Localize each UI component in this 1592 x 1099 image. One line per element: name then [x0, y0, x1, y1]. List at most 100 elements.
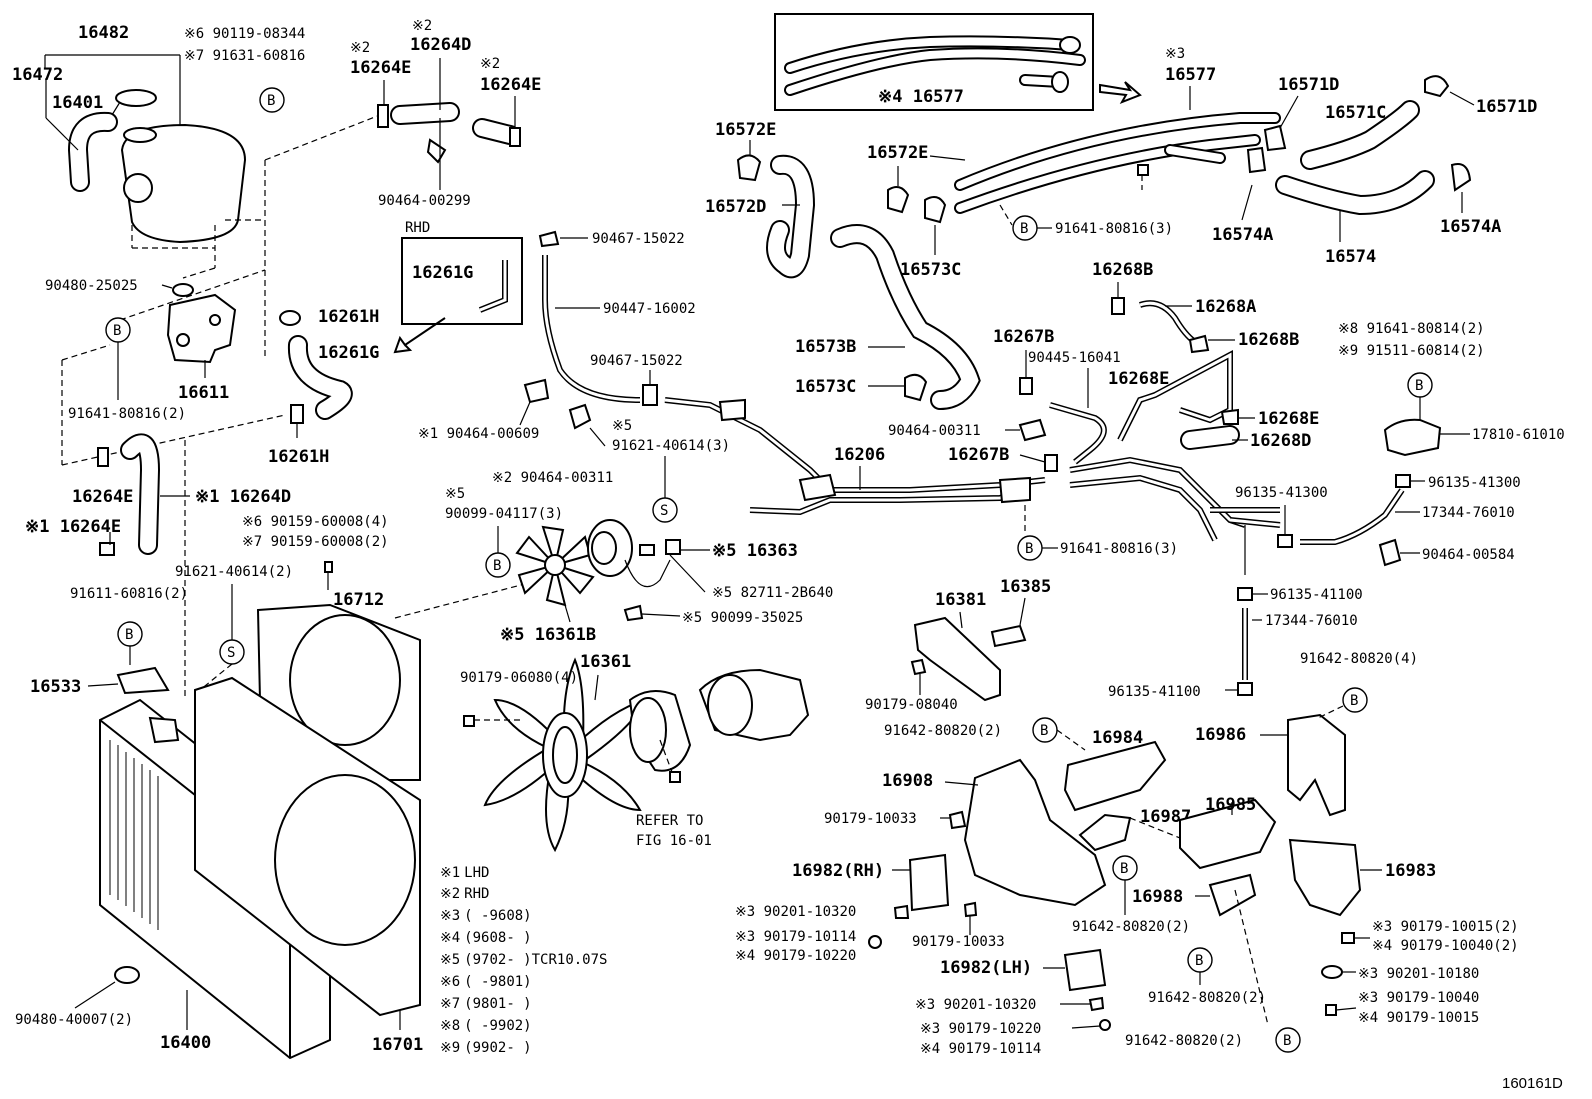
callout-16611: 16611	[178, 383, 229, 403]
callout-90179-10033: 90179-10033	[824, 811, 917, 827]
callout-16983: 16983	[1385, 861, 1436, 881]
callout-16533: 16533	[30, 677, 81, 697]
circle-ref-b	[1342, 687, 1368, 713]
callout-16267b-lower: 16267B	[948, 445, 1009, 465]
callout-96135-41100: 96135-41100	[1270, 587, 1363, 603]
note-3: ※3( -9608)	[440, 908, 532, 924]
pipe-16206-assembly: 16267B 90445-16041 16206 90464-00311 162…	[664, 327, 1281, 575]
callout-16984: 16984	[1092, 728, 1143, 748]
callout-16985: 16985	[1205, 795, 1256, 815]
callout-16571d-right: 16571D	[1476, 97, 1537, 117]
callout-16261g-box: 16261G	[412, 263, 473, 283]
callout-90159-60008-4: ※6 90159-60008(4)	[242, 514, 389, 530]
callout-mark: ※2	[350, 40, 370, 56]
callout-90179-10015: ※4 90179-10015	[1358, 1010, 1479, 1026]
center-upper-hoses: 90467-15022 90447-16002 90467-15022 ※1 9…	[418, 230, 730, 523]
callout-91641-80816-3-lower: 91641-80816(3)	[1060, 541, 1178, 557]
callout-16986: 16986	[1195, 725, 1246, 745]
callout-16381: 16381	[935, 590, 986, 610]
circle-ref-b-label: B	[1040, 723, 1048, 739]
fan-shroud-16712-16701: 16701	[194, 579, 541, 1055]
callout-17344-76010: 17344-76010	[1422, 505, 1515, 521]
callout-16712: 16712	[333, 590, 384, 610]
callout-16574: 16574	[1325, 247, 1376, 267]
callout-16574a-right: 16574A	[1440, 217, 1501, 237]
callout-16268d: 16268D	[1250, 431, 1311, 451]
figure-id: 160161D	[1502, 1075, 1563, 1092]
callout-90464-00584: 90464-00584	[1422, 547, 1515, 563]
callout-16573c-lower: 16573C	[795, 377, 856, 397]
callout-16572e: 16572E	[715, 120, 776, 140]
callout-16268b-right: 16268B	[1238, 330, 1299, 350]
callout-91641-80814-2: ※8 91641-80814(2)	[1338, 321, 1485, 337]
callout-17344-76010-lower: 17344-76010	[1265, 613, 1358, 629]
callout-96135-41300: 96135-41300	[1428, 475, 1521, 491]
callout-90179-10015-2: ※3 90179-10015(2)	[1372, 919, 1519, 935]
callout-16401: 16401	[52, 93, 103, 113]
hose-clamp	[377, 104, 389, 128]
callout-16987: 16987	[1140, 807, 1191, 827]
circle-ref-s-label: S	[227, 645, 235, 661]
callout-90201-10320: ※3 90201-10320	[735, 904, 856, 920]
hose-clamp	[509, 127, 521, 147]
circle-ref-b-label: B	[1020, 221, 1028, 237]
radiator-callouts: ※6 90159-60008(4) ※7 90159-60008(2) 9162…	[30, 514, 389, 697]
circle-ref-b-label: B	[1283, 1033, 1291, 1049]
callout-16400: 16400	[160, 1033, 211, 1053]
callout-16361: 16361	[580, 652, 631, 672]
callout-91511-60814-2: ※9 91511-60814(2)	[1338, 343, 1485, 359]
callout-91641-80816-3: 91641-80816(3)	[1055, 221, 1173, 237]
callout-16261h-lower: 16261H	[268, 447, 329, 467]
callout-90179-10114-lower: ※4 90179-10114	[920, 1041, 1041, 1057]
fan-16361-and-coupling: 16361 90179-06080(4) REFER TO FIG 16-01	[460, 652, 810, 853]
callout-90467-15022-lower: 90467-15022	[590, 353, 683, 369]
callout-90099-04117-3: 90099-04117(3)	[445, 506, 563, 522]
callout-90179-10220: ※4 90179-10220	[735, 948, 856, 964]
callout-16261g: 16261G	[318, 343, 379, 363]
callout-16363: ※5 16363	[712, 541, 798, 561]
callout-16571c: 16571C	[1325, 103, 1386, 123]
callout-90179-10220-lower: ※3 90179-10220	[920, 1021, 1041, 1037]
note-8: ※8( -9902)	[440, 1018, 532, 1034]
circle-ref-b-label: B	[1415, 378, 1423, 394]
callout-90445-16041: 90445-16041	[1028, 350, 1121, 366]
circle-ref-b-label: B	[267, 93, 275, 109]
callout-16267b: 16267B	[993, 327, 1054, 347]
callout-16264e-right: 16264E	[480, 75, 541, 95]
callout-16264d: 16264D	[410, 35, 471, 55]
callout-16701: 16701	[372, 1035, 423, 1055]
callout-16264e: 16264E	[350, 58, 411, 78]
callout-90464-00609: ※1 90464-00609	[418, 426, 539, 442]
callout-90464-00299: 90464-00299	[378, 193, 471, 209]
rhd-label: RHD	[405, 220, 430, 236]
callout-16264e-lhd-lower: ※1 16264E	[25, 517, 121, 537]
heater-pipes-16268: 16268B 16268A 16268B 16268E 16268E 16268…	[1092, 260, 1319, 451]
callout-90480-25025: 90480-25025	[45, 278, 138, 294]
callout-16982-rh: 16982(RH)	[792, 861, 884, 881]
bypass-hoses-17344: ※8 91641-80814(2) ※9 91511-60814(2) B 17…	[1108, 321, 1565, 700]
electric-fan-assembly: ※5 90099-04117(3) B ※5 16363 ※5 82711-2B…	[445, 486, 833, 645]
callout-90179-10040: ※3 90179-10040	[1358, 990, 1479, 1006]
callout-91631-60816: ※7 91631-60816	[184, 48, 305, 64]
water-pipe-16577-box: ※4 16577	[774, 13, 1142, 111]
callout-91611-60816-2: 91611-60816(2)	[70, 586, 188, 602]
callout-91642-80820-2-right: 91642-80820(2)	[1148, 990, 1266, 1006]
callout-16574a: 16574A	[1212, 225, 1273, 245]
callout-90179-10040-2: ※4 90179-10040(2)	[1372, 938, 1519, 954]
callout-16361b: ※5 16361B	[500, 625, 596, 645]
callout-16573b: 16573B	[795, 337, 856, 357]
callout-16268e-right: 16268E	[1258, 409, 1319, 429]
callout-mark: ※2	[480, 56, 500, 72]
callout-16482: 16482	[78, 23, 129, 43]
rhd-detail-box: RHD 16261G	[393, 220, 523, 354]
circle-ref-b-label: B	[125, 627, 133, 643]
callout-90179-10114: ※3 90179-10114	[735, 929, 856, 945]
callout-mark: ※2	[412, 18, 432, 34]
callout-82711-2b640: ※5 82711-2B640	[712, 585, 833, 601]
circle-ref-b-label: B	[1350, 693, 1358, 709]
callout-mark: ※5	[445, 486, 465, 502]
